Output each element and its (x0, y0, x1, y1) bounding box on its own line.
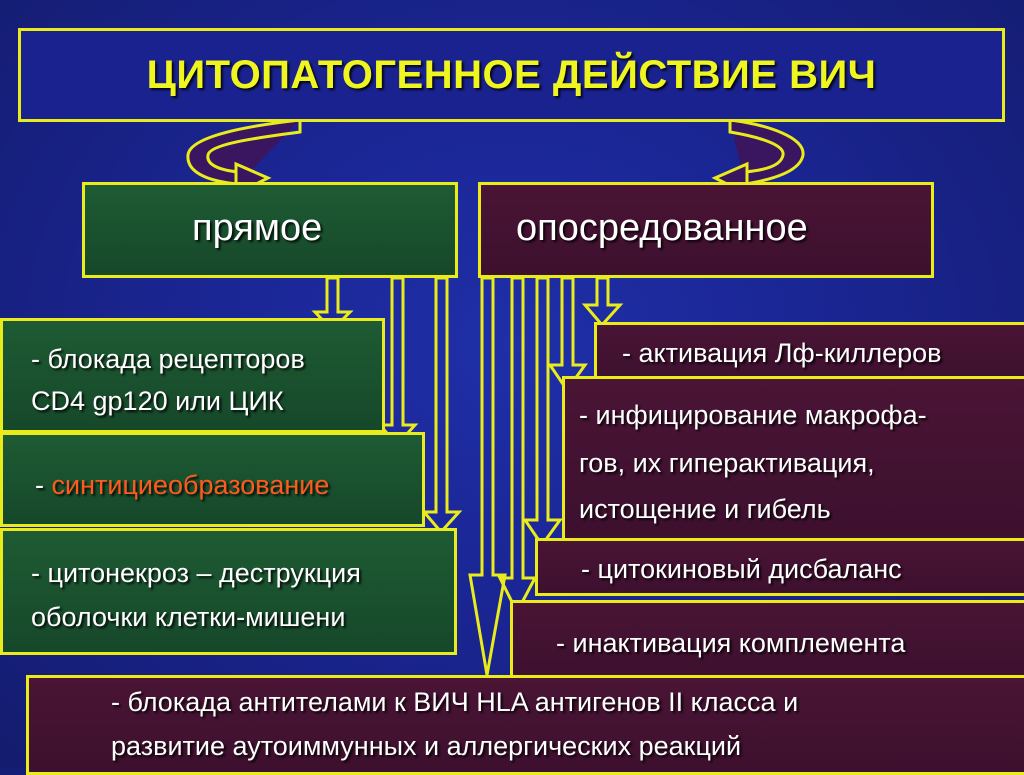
direct-item-1-line-1: - блокада рецепторов (31, 344, 305, 374)
category-direct-label: прямое (192, 207, 323, 249)
title-box: ЦИТОПАТОГЕННОЕ ДЕЙСТВИЕ ВИЧ (18, 28, 1005, 122)
arrow-direct-2 (376, 276, 419, 448)
category-mediated-label: опосредованное (516, 207, 808, 249)
category-direct-box: прямое (82, 182, 458, 278)
shared-item-antibody-blockade: - блокада антителами к ВИЧ HLA антигенов… (26, 675, 1024, 775)
arrow-mediated-cytokine (522, 276, 563, 548)
arrow-mediated-killers (581, 276, 624, 328)
mediated-item-1: - активация Лф-киллеров (622, 338, 942, 368)
direct-item-syncytium: - синтициеобразование (0, 432, 425, 527)
mediated-item-cytokine: - цитокиновый дисбаланс (535, 538, 1024, 596)
direct-item-3-line-2: оболочки клетки-мишени (31, 602, 346, 632)
arrow-mediated-shared (468, 276, 507, 676)
shared-item-line-1: - блокада антителами к ВИЧ HLA антигенов… (111, 687, 799, 717)
direct-item-2: - синтициеобразование (35, 465, 329, 505)
mediated-item-complement: - инактивация комплемента (510, 600, 1024, 678)
mediated-item-2-line-3: истощение и гибель (579, 494, 831, 524)
direct-item-receptor-blockade: - блокада рецепторов CD4 gp120 или ЦИК (0, 318, 385, 433)
category-mediated-box: опосредованное (478, 182, 934, 278)
arrow-mediated-macrophage (547, 276, 588, 393)
direct-item-3-line-1: - цитонекроз – деструкция (31, 558, 361, 588)
mediated-item-killer-activation: - активация Лф-киллеров (594, 322, 1024, 382)
arrow-mediated-complement (497, 276, 538, 616)
direct-item-cytonecrosis: - цитонекроз – деструкция оболочки клетк… (0, 528, 457, 655)
direct-item-1-line-2: CD4 gp120 или ЦИК (31, 386, 284, 416)
page-title: ЦИТОПАТОГЕННОЕ ДЕЙСТВИЕ ВИЧ (146, 52, 877, 97)
direct-item-2-text: синтициеобразование (51, 470, 330, 500)
mediated-item-2-line-2: гов, их гиперактивация, (579, 448, 875, 478)
shared-item-line-2: развитие аутоиммунных и аллергических ре… (111, 731, 742, 761)
direct-item-2-prefix: - (35, 470, 52, 500)
mediated-item-4: - инактивация комплемента (556, 628, 906, 658)
mediated-item-macrophage: - инфицирование макрофа- гов, их гиперак… (562, 376, 1024, 542)
mediated-item-3: - цитокиновый дисбаланс (581, 554, 902, 584)
mediated-item-2-line-1: - инфицирование макрофа- (579, 400, 927, 430)
arrow-direct-3 (420, 276, 463, 535)
